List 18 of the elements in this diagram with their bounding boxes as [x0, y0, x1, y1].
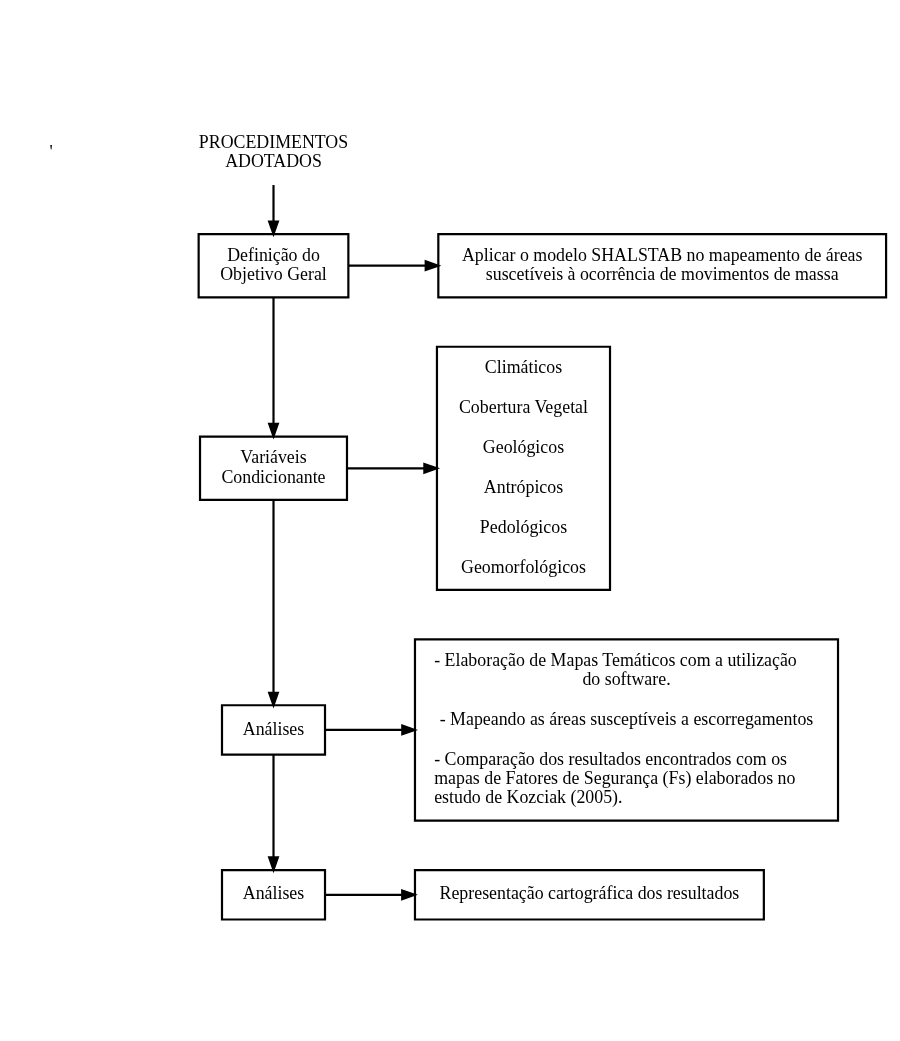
arrow: [347, 462, 441, 475]
node-box: Climáticos Cobertura Vegetal Geológicos Antrópicos Pedológicos Geomorfológicos: [435, 345, 612, 591]
arrow: [267, 185, 280, 238]
node-box: Definição do Objetivo Geral: [197, 233, 350, 299]
node-box: Análises: [220, 704, 327, 756]
arrow: [267, 500, 280, 709]
node-box: Análises: [220, 868, 327, 921]
arrow: [267, 297, 280, 440]
arrow: [348, 259, 442, 272]
node-text: PROCEDIMENTOS ADOTADOS: [198, 132, 349, 172]
node-box: Variáveis Condicionante: [198, 435, 349, 501]
node-box: Aplicar o modelo SHALSTAB no mapeamento de áreas suscetíveis à ocorrência de movimentos de massa: [437, 233, 888, 299]
arrow: [267, 754, 280, 874]
node-box: - Elaboração de Mapas Temáticos com a utilização do software. - Mapeando as áreas susceptíveis a escorregamentos - Comparação dos resultados encontrados com os mapas de Fatores de Segurança (Fs) elaborados no estudo de Kozciak (2005).: [413, 638, 840, 822]
node-box: Representação cartográfica dos resultados: [413, 868, 765, 921]
label: ': [49, 141, 53, 162]
arrow: [325, 888, 418, 901]
arrow: [325, 724, 418, 736]
